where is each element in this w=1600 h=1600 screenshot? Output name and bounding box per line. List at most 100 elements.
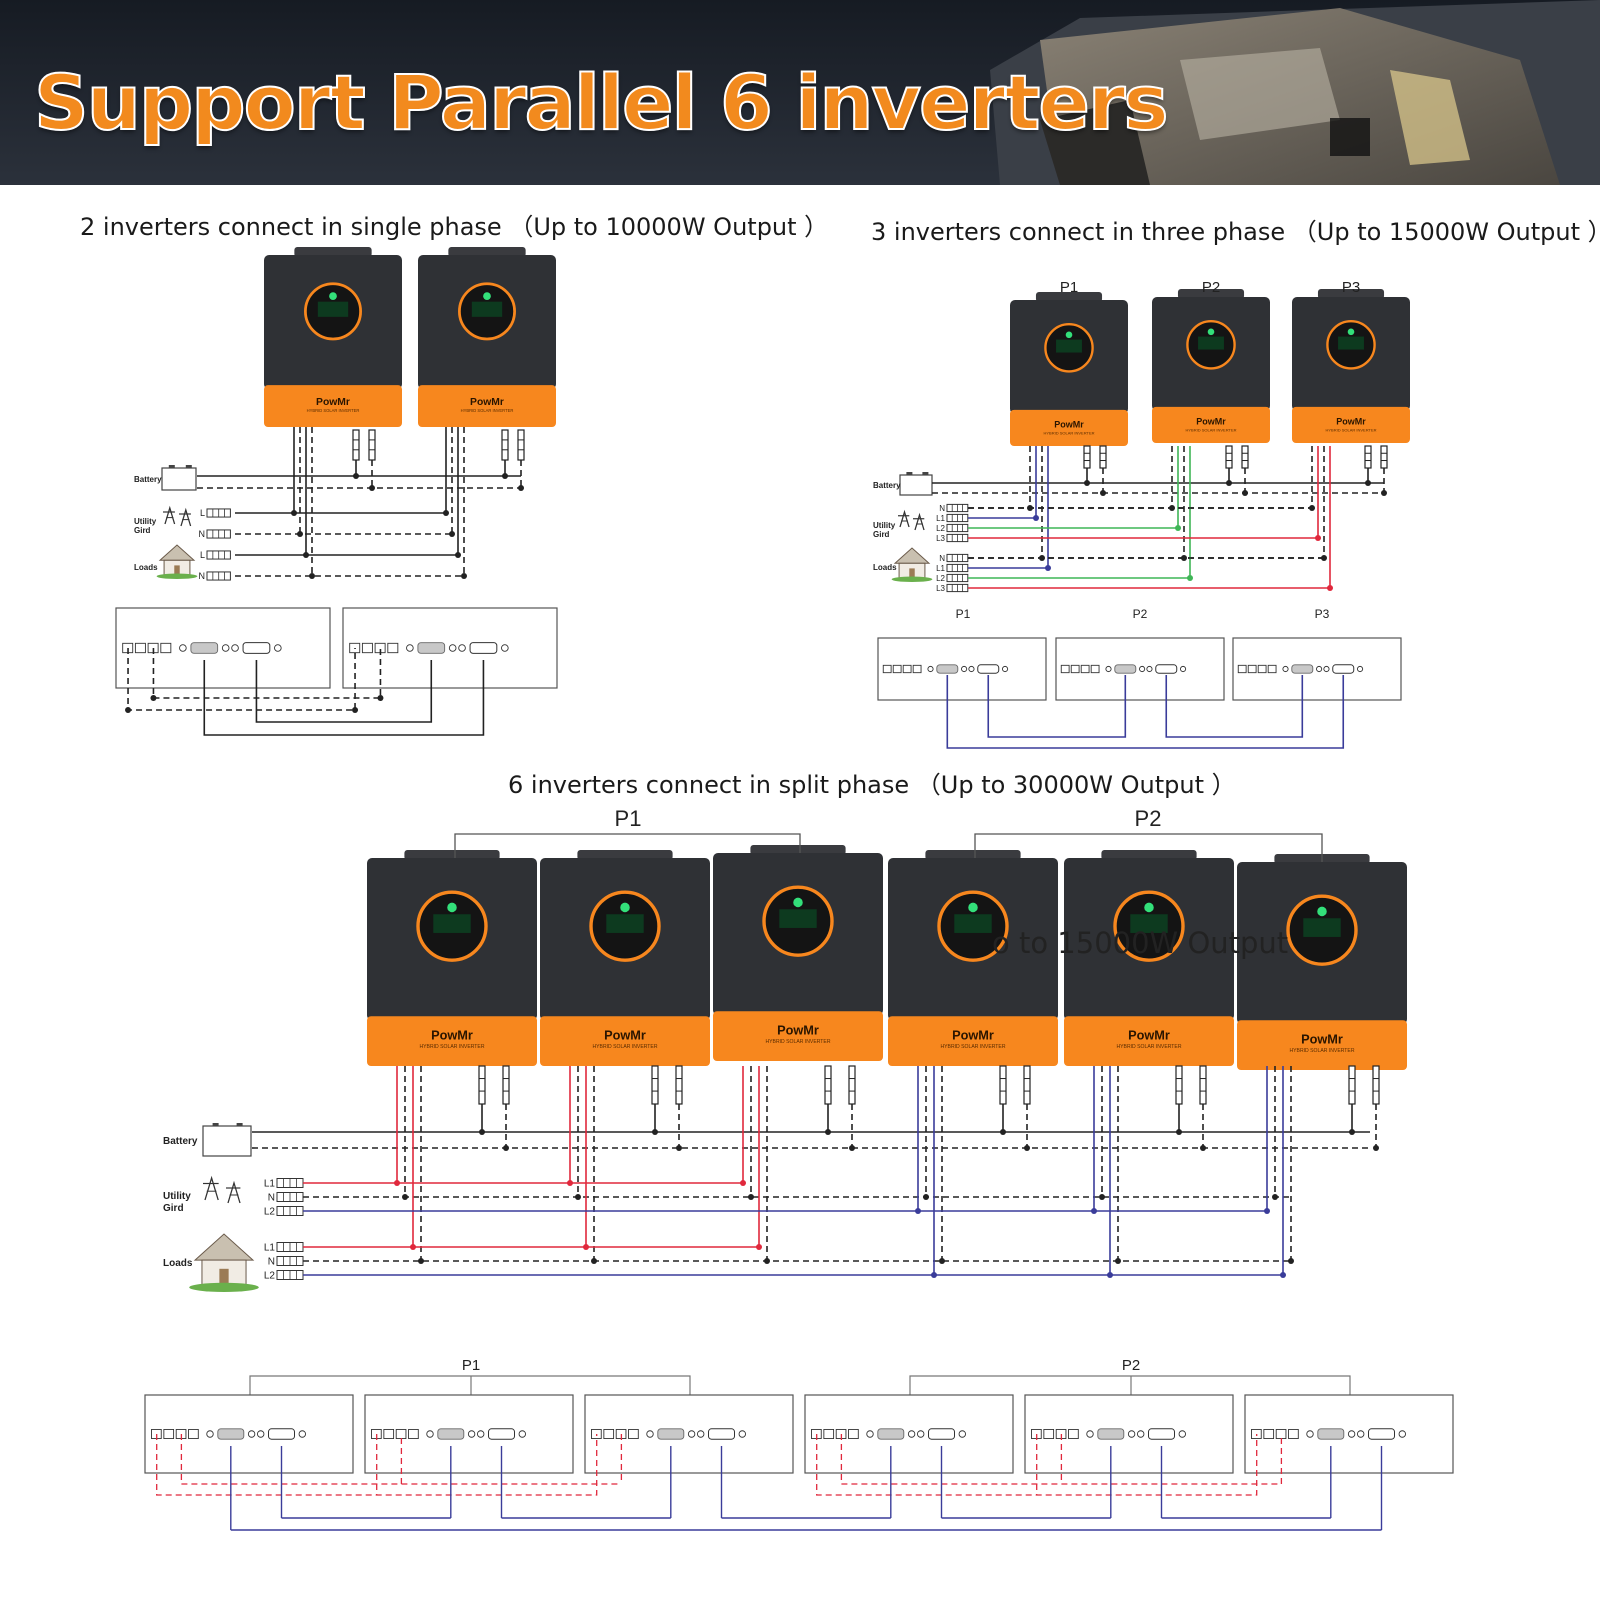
- fuse-icon: [651, 1065, 659, 1105]
- junction-dot: [1200, 1145, 1206, 1151]
- rj45-port-icon: [603, 1428, 615, 1439]
- junction-dot: [1175, 525, 1181, 531]
- junction-dot: [1045, 565, 1051, 571]
- rj45-port-icon: [1068, 1428, 1079, 1439]
- db9-port-icon: [469, 642, 498, 654]
- inverter-brand: PowMr: [1336, 416, 1366, 426]
- inverter-subtitle: HYBRID SOLAR INVERTER: [765, 1039, 830, 1045]
- lcd-status-icon: [793, 897, 803, 908]
- battery-label: Battery: [873, 481, 901, 490]
- terminal-label: N: [199, 529, 206, 539]
- pylon-icon: [899, 509, 910, 528]
- junction-dot: [1381, 490, 1387, 496]
- utility-label: Gird: [873, 530, 890, 539]
- screw-icon: [1356, 665, 1364, 673]
- loads-label: Loads: [163, 1258, 193, 1269]
- wire: [840, 1434, 1283, 1485]
- junction-dot: [1365, 480, 1371, 486]
- junction-dot: [377, 695, 384, 701]
- mounting-bracket: [448, 247, 526, 257]
- junction-dot: [503, 1145, 509, 1151]
- rj45-port-icon: [1263, 1428, 1275, 1439]
- junction-dot: [1309, 505, 1315, 511]
- inverter-brand: PowMr: [1054, 419, 1084, 429]
- junction-dot: [1187, 575, 1193, 581]
- junction-dot: [1033, 515, 1039, 521]
- comm-group-label: P2: [1122, 1357, 1140, 1374]
- junction-dot: [369, 485, 375, 491]
- rj45-port-icon: [1288, 1428, 1299, 1439]
- pylon-icon: [180, 507, 192, 527]
- junction-dot: [1315, 535, 1321, 541]
- junction-dot: [455, 552, 461, 558]
- junction-dot: [849, 1145, 855, 1151]
- screw-icon: [1356, 1430, 1365, 1438]
- fuse-icon: [501, 429, 509, 461]
- inverter-subtitle: HYBRID SOLAR INVERTER: [1043, 430, 1094, 435]
- rj45-port-icon: [1247, 664, 1257, 674]
- junction-dot: [1242, 490, 1248, 496]
- screw-icon: [927, 665, 934, 673]
- lcd-screen: [1303, 918, 1341, 937]
- lcd-screen: [433, 914, 471, 933]
- mounting-bracket: [1101, 850, 1197, 860]
- db9-port-icon: [936, 664, 959, 674]
- mounting-bracket: [577, 850, 673, 860]
- house-icon: [193, 1233, 255, 1261]
- terminal-label: L1: [264, 1179, 276, 1190]
- lcd-status-icon: [1347, 328, 1355, 336]
- inverter-brand: PowMr: [777, 1022, 819, 1037]
- terminal-label: L2: [936, 524, 945, 533]
- junction-dot: [923, 1194, 929, 1200]
- screw-icon: [687, 1430, 696, 1438]
- rj45-port-icon: [160, 642, 172, 654]
- db9-port-icon: [877, 1428, 905, 1440]
- screw-icon: [1323, 665, 1330, 673]
- unit-label: P1: [1060, 279, 1078, 296]
- pylon-icon: [914, 512, 925, 531]
- db9-port-icon: [657, 1428, 685, 1440]
- lcd-status-icon: [329, 292, 337, 301]
- fuse-icon: [1225, 445, 1233, 469]
- inverter-accent-band: [1064, 1016, 1234, 1066]
- db9-port-icon: [217, 1428, 245, 1440]
- db9-port-icon: [1291, 664, 1314, 674]
- lcd-status-icon: [968, 902, 978, 913]
- lcd-screen: [779, 909, 817, 928]
- mounting-bracket: [1035, 292, 1103, 302]
- house-door: [174, 565, 180, 576]
- screw-icon: [406, 644, 414, 652]
- battery-terminal: [212, 1123, 219, 1126]
- rj45-port-icon: [163, 1428, 175, 1439]
- battery-label: Battery: [163, 1136, 198, 1147]
- screw-icon: [1282, 665, 1289, 673]
- lcd-status-icon: [1207, 328, 1215, 336]
- fuse-icon: [478, 1065, 486, 1105]
- fuse-icon: [1364, 445, 1372, 469]
- screw-icon: [1136, 1430, 1145, 1438]
- house-icon: [893, 547, 931, 564]
- screw-icon: [961, 665, 968, 673]
- db9-port-icon: [1368, 1428, 1395, 1440]
- junction-dot: [502, 473, 508, 479]
- rj45-port-icon: [912, 664, 922, 674]
- fuse-icon: [1199, 1065, 1207, 1105]
- junction-dot: [676, 1145, 682, 1151]
- terminal-label: N: [268, 1257, 275, 1268]
- unit-label: P3: [1342, 279, 1360, 296]
- junction-dot: [652, 1129, 658, 1135]
- inverter-subtitle: HYBRID SOLAR INVERTER: [940, 1044, 1005, 1050]
- inverter-brand: PowMr: [604, 1027, 646, 1042]
- wire: [203, 660, 485, 736]
- comm-unit-label: P3: [1315, 607, 1330, 621]
- inverter-accent-band: [1152, 406, 1270, 443]
- screw-icon: [1347, 1430, 1356, 1438]
- fuse-icon: [675, 1065, 683, 1105]
- lcd-screen: [606, 914, 644, 933]
- mounting-bracket: [925, 850, 1021, 860]
- screw-icon: [1105, 665, 1112, 673]
